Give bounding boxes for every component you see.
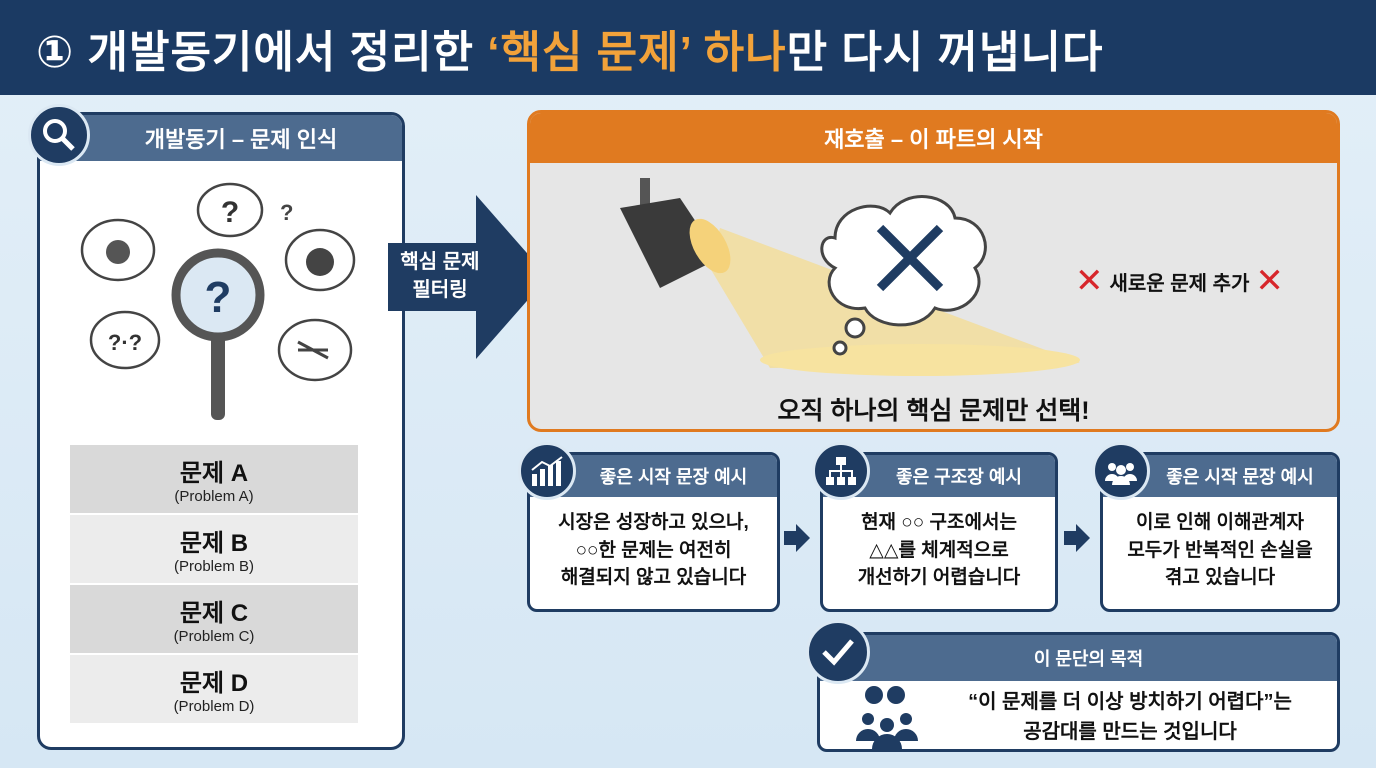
problem-item: 문제 A(Problem A) (70, 445, 358, 513)
red-x-icon: ✕ (1075, 262, 1104, 300)
svg-text:?: ? (221, 196, 239, 229)
problem-item: 문제 B(Problem B) (70, 515, 358, 583)
spotlight-panel: 재호출 – 이 파트의 시작 ✕ 새로운 문제 추가 ✕ 오직 하나의 핵심 문… (527, 110, 1340, 432)
discussion-group-icon (856, 686, 918, 749)
magnifier-question-illustration: ? ? ?·? ? (80, 182, 356, 420)
problem-item: 문제 D(Problem D) (70, 655, 358, 723)
search-icon (28, 104, 90, 166)
svg-text:?: ? (205, 273, 232, 322)
checkmark-icon (806, 620, 870, 684)
svg-text:?: ? (280, 200, 293, 225)
filter-arrow (388, 195, 548, 359)
people-group-icon (1092, 442, 1150, 500)
growth-chart-icon (518, 442, 576, 500)
problem-recognition-panel: 개발동기 – 문제 인식 ? ? ?·? ? 문제 A(Problem A) 문… (37, 112, 405, 750)
svg-text:?·?: ?·? (108, 330, 142, 355)
problem-item: 문제 C(Problem C) (70, 585, 358, 653)
spotlight-illustration (620, 178, 1080, 376)
hierarchy-icon (812, 442, 870, 500)
arrow-right-icon (796, 524, 810, 552)
arrow-right-icon (1076, 524, 1090, 552)
red-x-icon: ✕ (1255, 262, 1284, 300)
spotlight-caption: 오직 하나의 핵심 문제만 선택! (777, 397, 1090, 425)
panel-header: 개발동기 – 문제 인식 (40, 115, 402, 161)
no-new-problem-note: ✕ 새로운 문제 추가 ✕ (1075, 262, 1284, 300)
panel-header: 재호출 – 이 파트의 시작 (530, 113, 1337, 163)
